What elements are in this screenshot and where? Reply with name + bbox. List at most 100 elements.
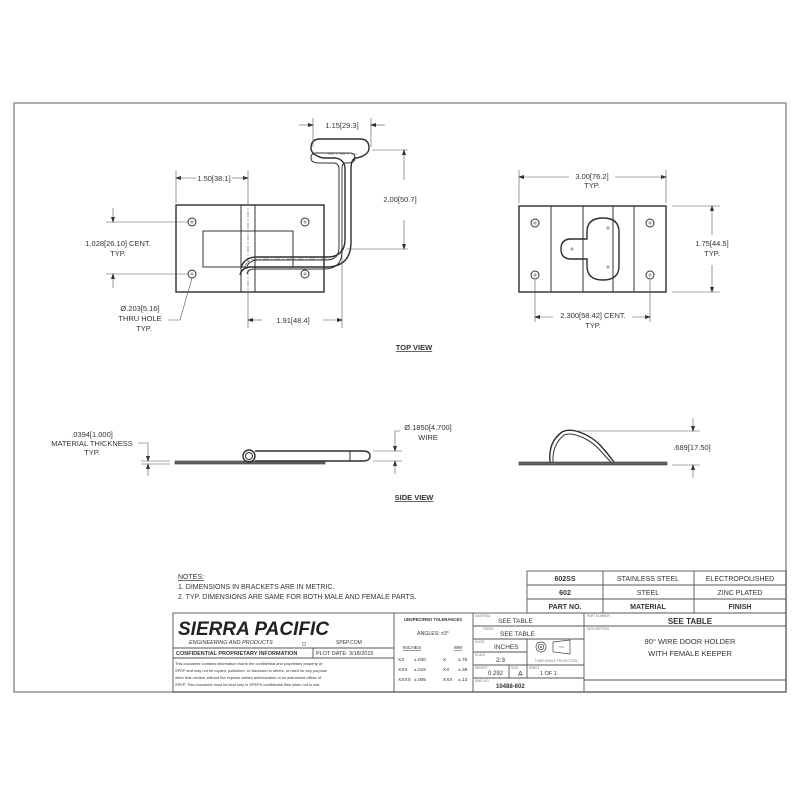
svg-text:±.015: ±.015 xyxy=(414,667,426,673)
female-keeper-top-view: 3.00[76.2] TYP. 1.75[44.5] TYP. 2.300[58… xyxy=(518,170,729,330)
mounting-hole xyxy=(187,269,197,279)
svg-text:XXX: XXX xyxy=(443,677,453,683)
dim-wire-diameter: Ø.1850[4.700] WIRE xyxy=(373,423,452,474)
mounting-hole xyxy=(530,218,540,228)
svg-text:UNITS: UNITS xyxy=(475,640,485,644)
svg-text:TYP.: TYP. xyxy=(704,249,720,258)
dim-loop-width: 1.15[29.3] xyxy=(299,118,385,147)
weight-value: 0.292 xyxy=(488,671,504,677)
svg-text:602SS: 602SS xyxy=(554,576,575,583)
mounting-hole xyxy=(645,270,655,280)
note-item: 1. DIMENSIONS IN BRACKETS ARE IN METRIC. xyxy=(178,584,334,591)
scale-value: 2:3 xyxy=(496,657,505,664)
mounting-hole xyxy=(645,218,655,228)
svg-text:TYP.: TYP. xyxy=(110,249,126,258)
tolerance-row: XX ±.030 X ±.76 xyxy=(398,657,468,663)
title-block: SIERRA PACIFIC ENGINEERING AND PRODUCTS … xyxy=(172,612,787,693)
male-holder-top-view: 1.50[38.1] 1.15[29.3] 2.00[50.7] 1.028[2… xyxy=(85,118,417,333)
svg-text:PART NO.: PART NO. xyxy=(549,604,582,611)
dim-offset: 1.91[48.4] xyxy=(247,255,343,328)
svg-text:.689[17.50]: .689[17.50] xyxy=(673,443,711,452)
side-view-title: SIDE VIEW xyxy=(395,493,435,502)
svg-text:TYP.: TYP. xyxy=(584,181,600,190)
svg-text:±.13: ±.13 xyxy=(458,677,468,683)
svg-text:±.030: ±.030 xyxy=(414,657,426,663)
notes: NOTES: 1. DIMENSIONS IN BRACKETS ARE IN … xyxy=(178,574,416,601)
svg-text:XX: XX xyxy=(398,657,405,663)
svg-text:Ø.1850[4.700]: Ø.1850[4.700] xyxy=(404,423,452,432)
svg-text:PART NUMBER: PART NUMBER xyxy=(587,614,611,618)
svg-text:SHEET: SHEET xyxy=(529,666,540,670)
svg-text:ANGLES: ±3°: ANGLES: ±3° xyxy=(417,631,449,637)
dim-keeper-width: 3.00[76.2] TYP. xyxy=(518,170,667,203)
tolerance-row: XXXX ±.005 XXX ±.13 xyxy=(398,677,468,683)
parts-table-row: 602 STEEL ZINC PLATED xyxy=(559,590,762,597)
size-value: A xyxy=(518,671,523,678)
svg-text:WIRE: WIRE xyxy=(418,433,438,442)
svg-text:MATERIAL: MATERIAL xyxy=(630,604,666,611)
svg-text:1.75[44.5]: 1.75[44.5] xyxy=(695,239,728,248)
svg-text:TYP.: TYP. xyxy=(585,321,601,330)
drawing-frame xyxy=(13,102,787,693)
svg-text:DESCRIPTION: DESCRIPTION xyxy=(587,627,609,631)
svg-text:STEEL: STEEL xyxy=(637,590,659,597)
disclaimer-line: SPEP and may not be copied, published, o… xyxy=(175,668,327,673)
male-holder-side-view: .0394[1.000] MATERIAL THICKNESS TYP. Ø.1… xyxy=(51,423,452,476)
dim-label: 1.50[38.1] xyxy=(197,174,230,183)
description-line: 90° WIRE DOOR HOLDER xyxy=(645,637,737,646)
dim-hook-height: 2.00[50.7] xyxy=(346,149,417,250)
dim-material-thickness: .0394[1.000] MATERIAL THICKNESS TYP. xyxy=(51,430,170,476)
svg-text:XX: XX xyxy=(443,667,450,673)
mounting-hole xyxy=(300,269,310,279)
svg-text:ELECTROPOLISHED: ELECTROPOLISHED xyxy=(706,576,774,583)
svg-text:1.028[26.10] CENT.: 1.028[26.10] CENT. xyxy=(85,239,150,248)
svg-text:THIRD ANGLE PROJECTION: THIRD ANGLE PROJECTION xyxy=(535,659,578,663)
svg-text:602: 602 xyxy=(559,590,571,597)
mounting-hole xyxy=(187,217,197,227)
svg-text:X: X xyxy=(443,657,447,663)
svg-text:XXX: XXX xyxy=(398,667,408,673)
female-keeper-side-view: .689[17.50] xyxy=(518,418,711,478)
svg-text:2.300[58.42] CENT.: 2.300[58.42] CENT. xyxy=(560,311,625,320)
note-item: 2. TYP. DIMENSIONS ARE SAME FOR BOTH MAL… xyxy=(178,594,416,601)
description-line: WITH FEMALE KEEPER xyxy=(648,649,732,658)
third-angle-projection-icon xyxy=(535,639,571,655)
disclaimer-line: other than review, without the express w… xyxy=(175,675,322,680)
svg-text:TYP.: TYP. xyxy=(136,324,152,333)
svg-text:XXXX: XXXX xyxy=(398,677,412,683)
svg-text:NOTES:: NOTES: xyxy=(178,574,204,581)
keeper-base-plate xyxy=(518,205,667,293)
svg-text:1.91[48.4]: 1.91[48.4] xyxy=(276,316,309,325)
confidential-label: CONFIDENTIAL PROPRIETARY INFORMATION xyxy=(176,651,297,657)
registered-icon xyxy=(301,641,307,647)
finish-value: SEE TABLE xyxy=(500,631,535,638)
top-view-title: TOP VIEW xyxy=(396,343,433,352)
tolerance-row: XXX ±.015 XX ±.38 xyxy=(398,667,468,673)
drawing-number: 10488-602 xyxy=(496,684,525,690)
wire-hook xyxy=(239,138,370,276)
svg-text:±.76: ±.76 xyxy=(458,657,468,663)
company-subtitle: ENGINEERING AND PRODUCTS xyxy=(189,640,273,646)
company-website: SPEP.COM xyxy=(336,640,362,646)
svg-text:FINISH: FINISH xyxy=(483,627,494,631)
hole-callout: Ø.203[5.16] THRU HOLE TYP. xyxy=(118,277,193,333)
svg-text:PLOT DATE:: PLOT DATE: xyxy=(316,651,348,657)
svg-text:SIZE: SIZE xyxy=(511,666,518,670)
dim-width-150: 1.50[38.1] xyxy=(175,170,249,203)
svg-text:MATERIAL THICKNESS: MATERIAL THICKNESS xyxy=(51,439,133,448)
mounting-hole xyxy=(530,270,540,280)
male-base-plate xyxy=(175,204,325,293)
tolerances-block: UNSPECIFIED TOLERANCES ANGLES: ±3° INCHE… xyxy=(398,613,474,692)
parts-table-row: 602SS STAINLESS STEEL ELECTROPOLISHED xyxy=(554,576,774,583)
svg-text:MATERIAL: MATERIAL xyxy=(475,614,491,618)
svg-text:2.00[50.7]: 2.00[50.7] xyxy=(383,195,416,204)
dim-keeper-hole-spacing: 2.300[58.42] CENT. TYP. xyxy=(534,280,651,330)
svg-text:1.15[29.3]: 1.15[29.3] xyxy=(325,121,358,130)
parts-table: 602SS STAINLESS STEEL ELECTROPOLISHED 60… xyxy=(526,570,787,614)
disclaimer-line: This document contains information that … xyxy=(175,661,323,666)
material-value: SEE TABLE xyxy=(498,618,533,625)
dim-keeper-side-height: .689[17.50] xyxy=(576,418,711,478)
svg-text:STAINLESS STEEL: STAINLESS STEEL xyxy=(617,576,679,583)
svg-text:MM: MM xyxy=(454,645,462,651)
